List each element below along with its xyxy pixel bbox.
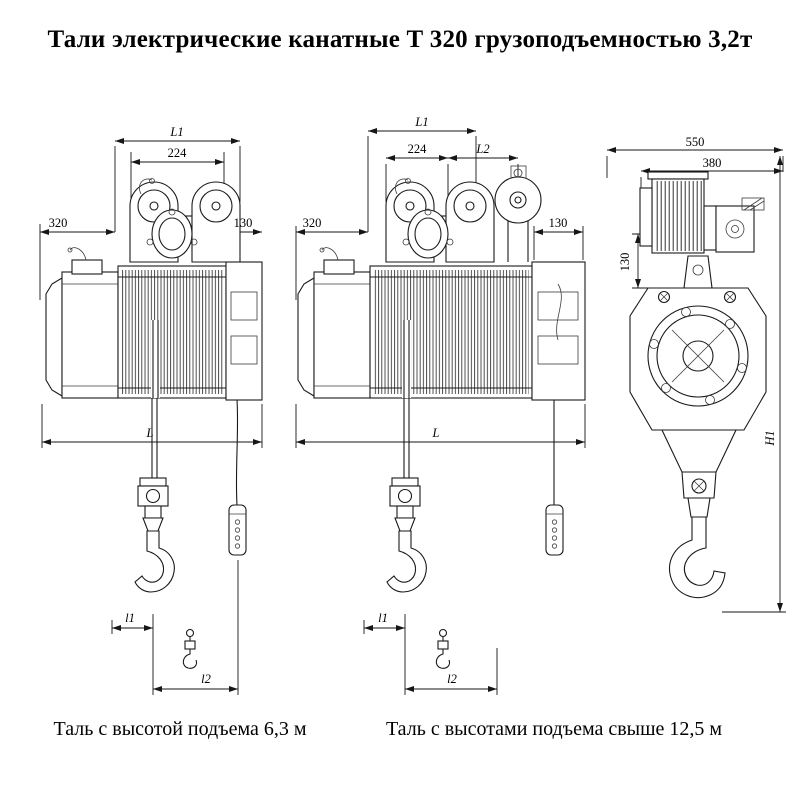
dim-label-l2: l2 — [447, 672, 457, 686]
rope-63 — [151, 398, 158, 478]
dim-label-H1: H1 — [763, 430, 777, 446]
dim-label-l1: l1 — [125, 611, 135, 625]
page-title: Тали электрические канатные Т 320 грузоп… — [47, 26, 753, 53]
dim-label-320: 320 — [303, 216, 322, 230]
motor-end-cap — [45, 277, 63, 397]
dim-label-224: 224 — [408, 142, 428, 156]
caption-hoist-63: Таль с высотой подъема 6,3 м — [53, 718, 307, 740]
dimension-lines-125 — [295, 128, 586, 695]
gearbox — [715, 205, 755, 253]
hook — [134, 530, 175, 593]
dim-label-l1: l1 — [378, 611, 388, 625]
hook — [386, 530, 427, 593]
pendant-station — [545, 504, 564, 556]
dim-label-L2: L2 — [475, 142, 489, 156]
dim-label-130: 130 — [234, 216, 253, 230]
trolley-125 — [385, 178, 495, 263]
gear-housing — [225, 261, 263, 401]
pendant-control-63 — [228, 399, 247, 556]
trolley-wheel — [453, 189, 487, 223]
hoist-body-125 — [297, 247, 586, 401]
front-view-125: L1 224 L2 320 130 L l1 l2 — [295, 115, 586, 695]
aux-hook-125 — [435, 628, 451, 669]
hook-block-125 — [386, 477, 427, 593]
junction-box — [323, 259, 355, 275]
dim-label-550: 550 — [686, 135, 705, 149]
hook — [669, 516, 726, 599]
motor-side — [639, 171, 765, 254]
gear-housing — [531, 261, 586, 401]
dim-label-L: L — [146, 426, 154, 440]
caption-hoist-125: Таль с высотами подъема свыше 12,5 м — [385, 718, 723, 740]
dim-label-l2: l2 — [201, 672, 211, 686]
junction-box — [71, 259, 103, 275]
hook-block-63 — [134, 477, 175, 593]
dim-label-224: 224 — [168, 146, 188, 160]
return-pulley-125 — [494, 165, 542, 262]
suspension-lug — [683, 255, 713, 289]
side-housing — [629, 255, 767, 431]
hoist-body-63 — [45, 247, 263, 401]
dim-label-380: 380 — [703, 156, 722, 170]
motor-end-cap — [297, 277, 315, 397]
motor-housing — [313, 271, 371, 399]
fan-cover — [639, 187, 653, 247]
trolley-wheel — [199, 189, 233, 223]
aux-hook-63 — [182, 628, 198, 669]
dim-label-130-side: 130 — [618, 253, 632, 272]
dim-label-130: 130 — [549, 216, 568, 230]
rope-125 — [403, 398, 410, 478]
pendant-control-125 — [545, 400, 564, 556]
dim-label-L: L — [432, 426, 440, 440]
dim-label-L1: L1 — [414, 115, 428, 129]
dim-label-320: 320 — [49, 216, 68, 230]
dim-label-L1: L1 — [169, 125, 183, 139]
motor-housing — [61, 271, 119, 399]
pendant-station — [228, 504, 247, 556]
trolley-63 — [129, 178, 241, 263]
side-hook-assembly — [661, 429, 737, 599]
side-view: 550 380 130 H1 — [606, 135, 786, 613]
front-view-63: L1 224 320 130 L l1 l2 — [39, 125, 263, 695]
